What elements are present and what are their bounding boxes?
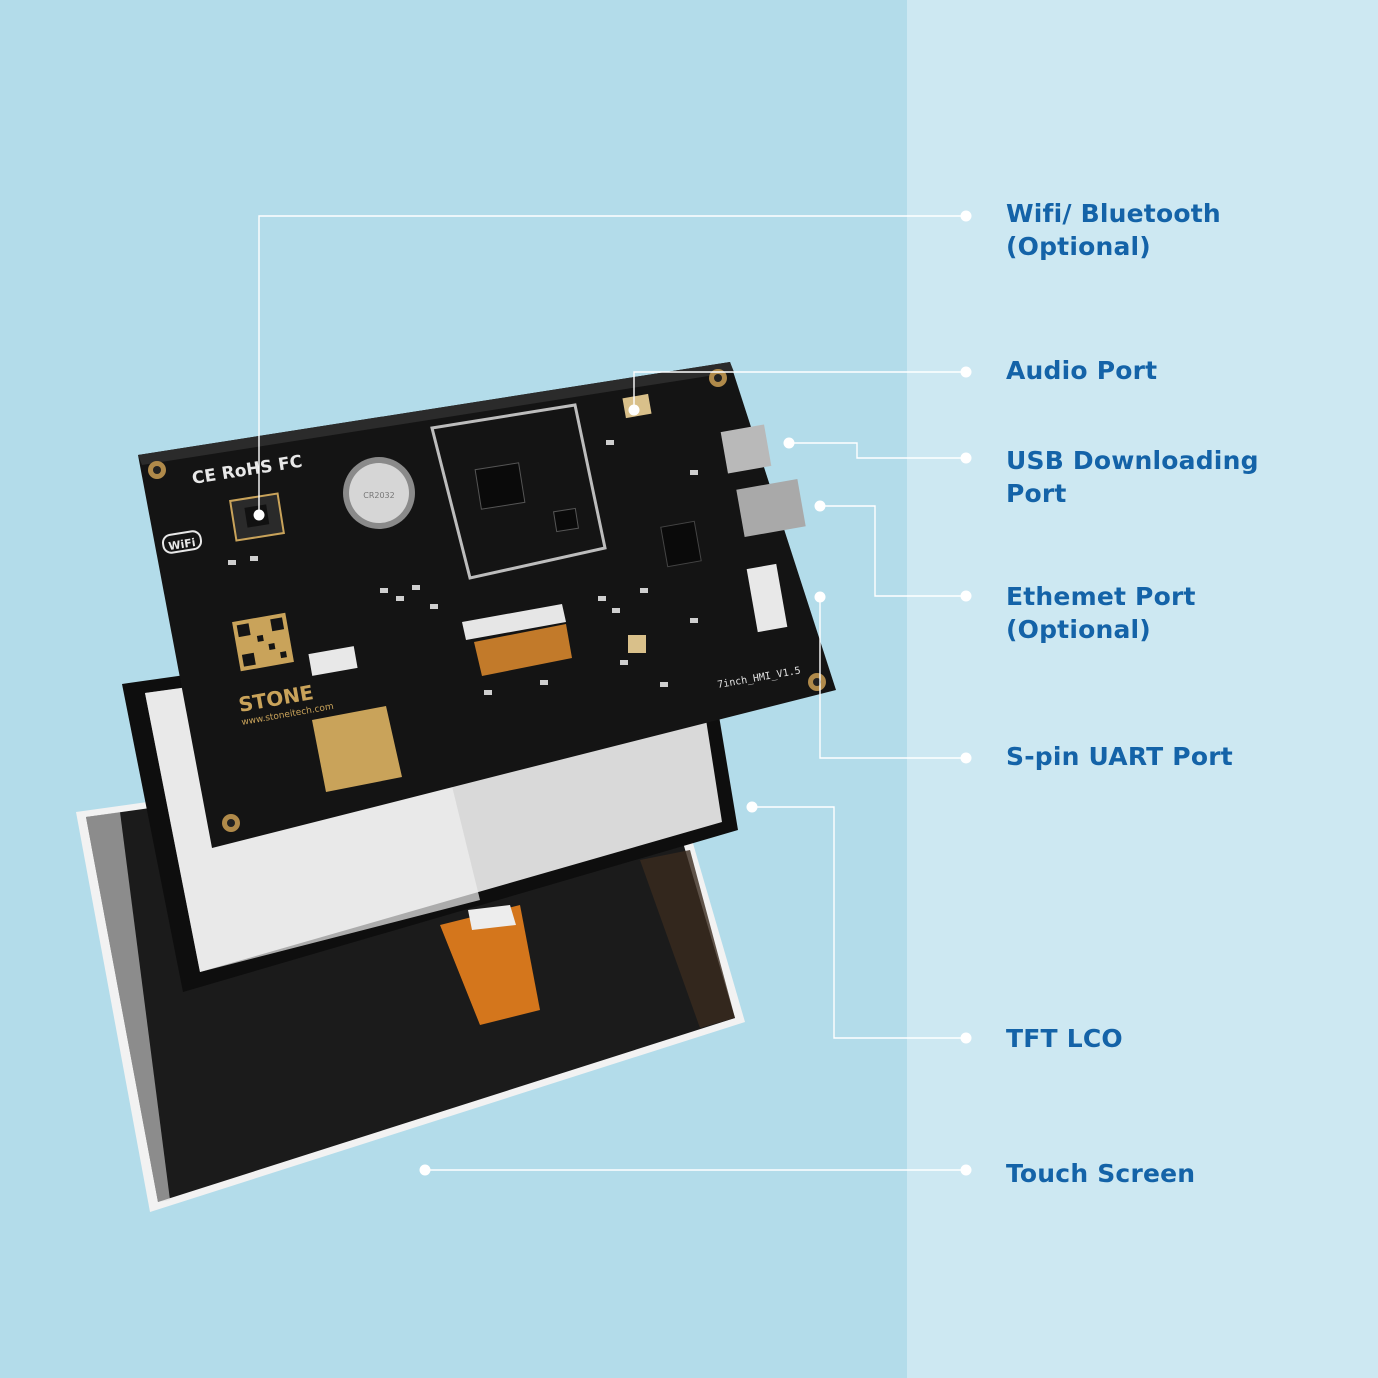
callout-wifi-line1: Wifi/ Bluetooth [1006,199,1221,228]
callout-tft-lcd: TFT LCO [1006,1022,1123,1055]
callout-touch-line1: Touch Screen [1006,1159,1196,1188]
pcb-board: CR2032 CE RoHS FC WiFi S [138,362,836,848]
callout-uart-port: S-pin UART Port [1006,740,1233,773]
leader-lines [258,215,966,1171]
callout-usb-line2: Port [1006,479,1067,508]
callout-usb-port: USB Downloading Port [1006,444,1259,510]
background-right-panel [907,0,1378,1378]
callout-audio-line1: Audio Port [1006,356,1158,385]
callout-ethernet-line1: Ethemet Port [1006,582,1196,611]
callout-wifi-bluetooth: Wifi/ Bluetooth (Optional) [1006,197,1221,263]
leader-dots [253,210,972,1176]
callout-touch-screen: Touch Screen [1006,1157,1195,1190]
callout-ethernet-line2: (Optional) [1006,615,1151,644]
callout-wifi-line2: (Optional) [1006,232,1151,261]
svg-text:CR2032: CR2032 [363,491,395,500]
callout-ethernet-port: Ethemet Port (Optional) [1006,580,1196,646]
callout-tft-line1: TFT LCO [1006,1024,1123,1053]
callout-audio-port: Audio Port [1006,354,1157,387]
wifi-badge: WiFi [168,536,197,553]
callout-uart-line1: S-pin UART Port [1006,742,1233,771]
callout-usb-line1: USB Downloading [1006,446,1259,475]
flex-cable [440,905,540,1025]
